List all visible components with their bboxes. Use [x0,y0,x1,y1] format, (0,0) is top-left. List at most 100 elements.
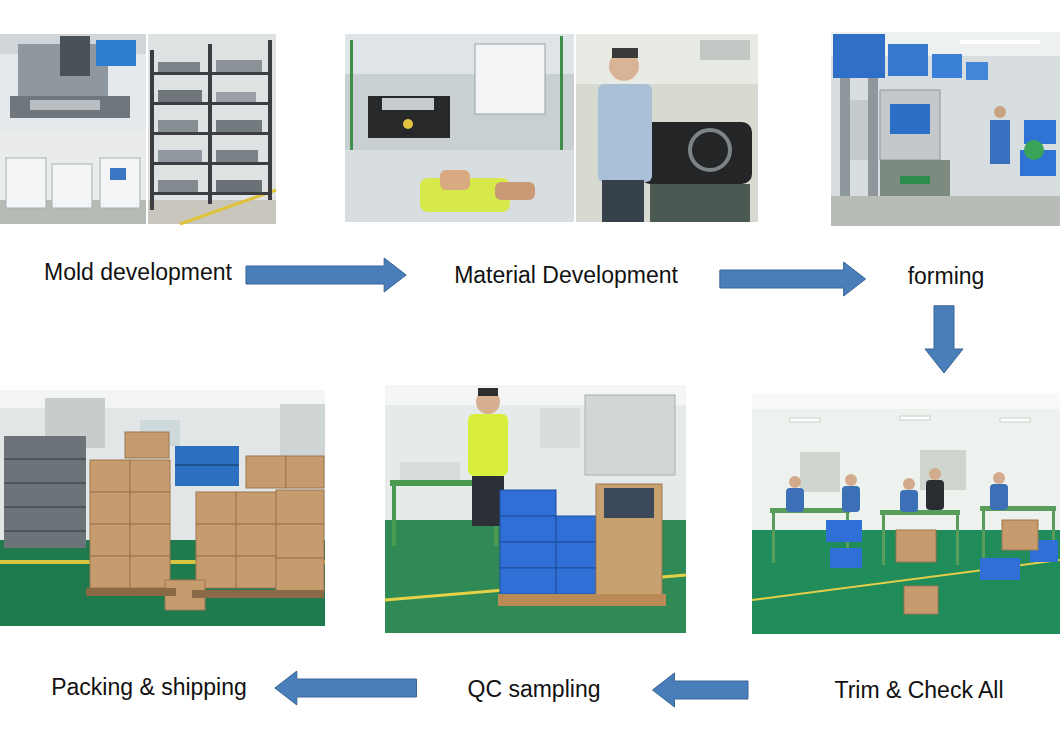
material-photo-part [440,170,470,190]
qc-photo-part [556,516,596,542]
qc-photo-part [556,542,596,568]
packing-photo-part [196,492,236,524]
material-photo-part [602,180,644,222]
packing-photo-part [4,458,86,460]
trim-photo-part [882,515,885,565]
mold-photo-part [158,90,202,102]
forming-photo-part [880,90,940,160]
trim-photo-part [1000,418,1030,422]
trim-photo-part [956,515,959,565]
mold-photo [0,34,276,224]
forming-photo-part [880,160,950,196]
mold-photo-part [216,120,262,132]
mold-photo-part [158,120,198,132]
mold-photo-part [158,62,200,72]
qc-photo-part [585,395,675,475]
packing-photo-part [236,524,276,556]
trim-photo-part [926,480,944,510]
flow-arrow [275,671,417,705]
mold-photo-part [158,180,198,192]
trim-photo-part [826,520,1058,580]
trim-photo-part [1002,520,1038,550]
material-photo-part [640,122,752,184]
qc-photo-part [596,484,662,596]
forming-photo-part [840,78,850,198]
material-photo-part [576,34,758,222]
forming-photo-part [868,78,878,198]
mold-photo-part [52,164,92,208]
trim-photo-part [790,418,820,422]
mold-photo-part [30,100,100,110]
packing-photo-part [90,524,130,556]
mold-photo-part [96,40,136,66]
material-photo-part [345,150,574,222]
trim-photo-part [980,558,1020,580]
packing-photo-part [192,590,324,598]
qc-photo-part [500,490,596,594]
qc-photo-part [500,490,556,516]
forming-photo-part [990,120,1010,164]
packing-photo-part [90,556,130,588]
step-name: Packing & shipping [51,674,247,702]
trim-photo-part [842,486,860,512]
trim-photo-part [900,490,918,512]
trim-photo-part [903,478,915,490]
forming-photo-part [994,106,1006,118]
mold-photo-part [158,150,202,162]
mold-photo-part [6,158,46,208]
trim-photo-part [786,488,804,512]
trim-photo-part [929,468,941,480]
packing-photo-part [276,558,324,592]
qc-photo-part [400,462,460,480]
packing-photo-part [86,588,176,596]
qc-photo-part [498,594,666,606]
trim-photo-part [772,513,775,563]
packing-photo-part [276,490,324,524]
mold-photo-part [150,72,272,75]
packing-photo-part [4,530,86,532]
trim-photo-part [800,452,840,492]
mold-photo-part [268,40,272,200]
step-label: Trim & Check All [752,393,1060,708]
mold-photo-part [110,168,126,180]
material-photo-part [690,130,730,170]
packing-photo-part [90,492,130,524]
qc-photo-part [540,408,580,448]
qc-photo-part [500,568,556,594]
packing-photo-part [0,390,325,626]
step-label: Material Development [448,259,684,293]
step-label: Packing & shipping [45,671,253,705]
packing-photo-part [90,460,130,492]
packing-photo-part [130,556,170,588]
packing-photo-part [236,492,276,524]
forming-photo-part [833,34,885,78]
packing-photo-part [246,456,286,488]
qc-photo-part [500,542,556,568]
packing-photo-part [4,436,86,548]
packing-photo-part [4,482,86,484]
step-name: forming [908,263,985,291]
mold-photo-part [216,150,258,162]
trim-photo [752,393,1060,634]
mold-photo-part [180,190,276,224]
trim-photo-part [993,472,1005,484]
mold-photo-part [0,130,146,224]
packing-photo-part [130,460,170,492]
forming-photo-part [831,32,1060,226]
trim-photo-part [752,393,1060,634]
qc-photo [385,385,686,633]
packing-photo-part [90,432,324,610]
mold-photo-part [150,162,272,165]
trim-photo-part [845,474,857,486]
step-name: Trim & Check All [834,677,1003,705]
trim-photo-part [990,484,1008,510]
material-photo-part [345,34,574,222]
mold-photo-part [216,180,262,192]
qc-photo-part [500,516,556,542]
trim-photo-part [770,508,850,513]
material-photo-part [598,84,652,182]
material-photo-part [475,44,545,114]
forming-photo-part [1024,140,1044,160]
mold-photo-part [10,96,130,118]
